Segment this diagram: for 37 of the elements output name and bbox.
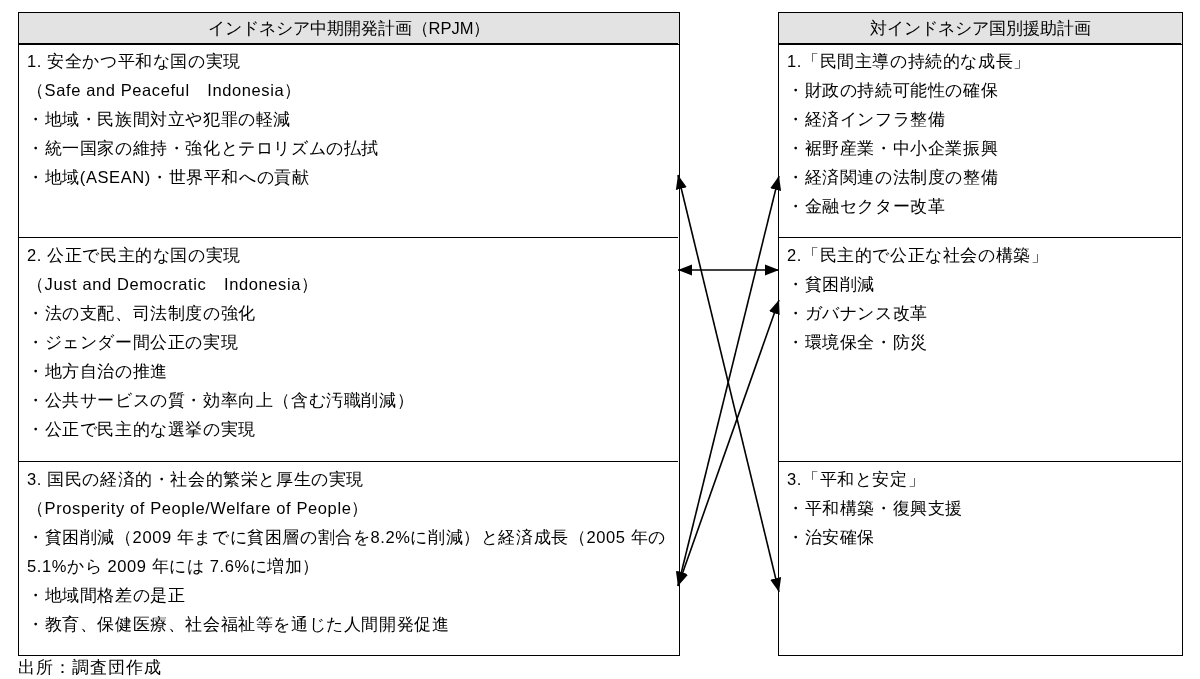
header-band: 対インドネシア国別援助計画 [779, 13, 1182, 45]
section-text: ・統一国家の維持・強化とテロリズムの払拭 [27, 138, 379, 159]
arrow [677, 264, 780, 276]
section-text: ・法の支配、司法制度の強化 [27, 303, 256, 324]
section-heading: 2. 公正で民主的な国の実現 [27, 245, 241, 266]
section-text: ・環境保全・防災 [787, 332, 928, 353]
section-heading: 1.「民間主導の持続的な成長」 [787, 51, 1031, 72]
section-text: ・ガバナンス改革 [787, 303, 928, 324]
section-text: ・経済インフラ整備 [787, 109, 946, 130]
section-text: （Just and Democratic Indonesia） [27, 274, 319, 295]
section-text: ・地域・民族間対立や犯罪の軽減 [27, 109, 291, 130]
section-text: ・経済関連の法制度の整備 [787, 167, 999, 188]
header-band: インドネシア中期開発計画（RPJM） [19, 13, 679, 45]
section-text: ・平和構築・復興支援 [787, 498, 963, 519]
section-heading: 3. 国民の経済的・社会的繁栄と厚生の実現 [27, 469, 364, 490]
table-panel [18, 12, 680, 656]
section-text: ・財政の持続可能性の確保 [787, 80, 999, 101]
section-text: （Safe and Peaceful Indonesia） [27, 80, 302, 101]
section-text: ・地域(ASEAN)・世界平和への貢献 [27, 167, 310, 188]
table-panel [778, 12, 1183, 656]
section-text: ・裾野産業・中小企業振興 [787, 138, 999, 159]
section-heading: 3.「平和と安定」 [787, 469, 926, 490]
section-text: ・金融セクター改革 [787, 196, 946, 217]
section-heading: 1. 安全かつ平和な国の実現 [27, 51, 241, 72]
section-text: ・治安確保 [787, 527, 875, 548]
section-text: ・公共サービスの質・効率向上（含む汚職削減） [27, 390, 415, 411]
section-text: ・貧困削減 [787, 274, 875, 295]
section-heading: 2.「民主的で公正な社会の構築」 [787, 245, 1049, 266]
section-text: ・教育、保健医療、社会福祉等を通じた人間開発促進 [27, 614, 450, 635]
section-text: ・公正で民主的な選挙の実現 [27, 419, 256, 440]
source-note: 出所：調査団作成 [18, 657, 162, 678]
section-text: （Prosperity of People/Welfare of People） [27, 498, 370, 519]
section-text: ・貧困削減（2009 年までに貧困層の割合を8.2%に削減）と経済成長（2005 年の 5.1%から 2009 年には 7.6%に増加） [27, 527, 667, 577]
arrow [677, 299, 780, 587]
section-text: ・地方自治の推進 [27, 361, 168, 382]
section-text: ・ジェンダー間公正の実現 [27, 332, 239, 353]
section-text: ・地域間格差の是正 [27, 585, 186, 606]
